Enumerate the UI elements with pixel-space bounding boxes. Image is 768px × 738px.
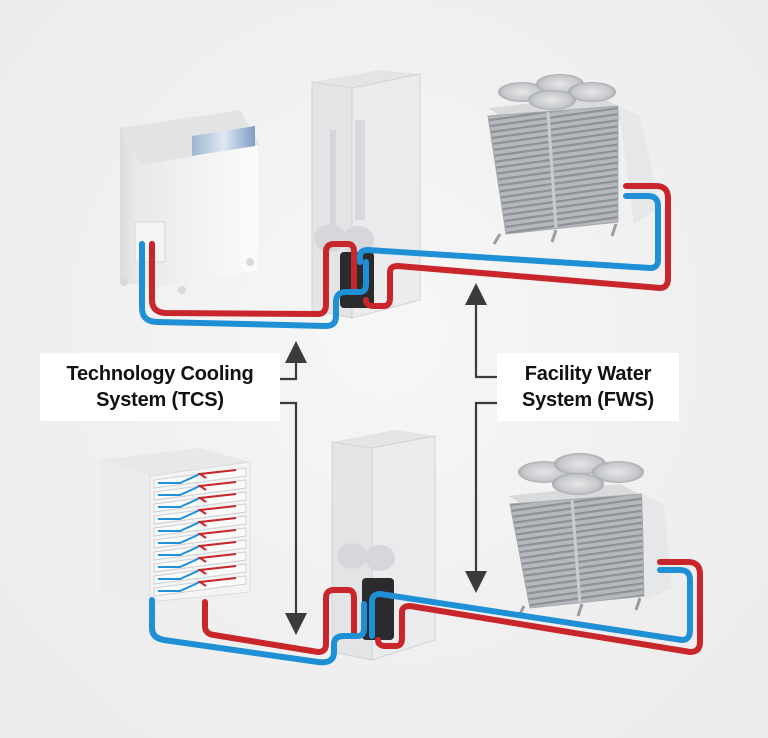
tcs-return-pipe: [139, 241, 369, 329]
fws-connector-arrows: [465, 283, 497, 593]
cooler-leg: [610, 223, 618, 237]
cooled-cabinet: [120, 110, 260, 294]
fws-label-line2: System (FWS): [521, 389, 655, 411]
cold-plate-return-line: [158, 497, 201, 508]
cabinet-glass-icon: [192, 126, 255, 156]
cooler-leg: [550, 229, 558, 243]
fws-arrow-up: [465, 283, 497, 379]
dry-cooler-top: [487, 74, 660, 245]
fan-icon: [552, 473, 604, 495]
fan-icon: [528, 90, 576, 110]
cold-plate-return-line: [158, 533, 201, 544]
cdu-pipe: [330, 130, 336, 240]
fws-return-pipe: [369, 567, 693, 643]
cold-plate-supply-line: [197, 529, 237, 539]
cold-plate-return-line: [158, 485, 201, 496]
cooler-leg: [492, 233, 502, 245]
cdu-bottom: [331, 430, 436, 661]
tcs-return-pipe: [149, 597, 367, 666]
cdu-pump-icon: [365, 545, 395, 571]
cold-plate-supply-line: [197, 469, 237, 479]
tcs-connector-arrows: [280, 341, 307, 635]
cooler-side-panel: [618, 106, 660, 224]
fan-icon: [568, 82, 616, 102]
fws-label: Facility Water System (FWS): [497, 353, 679, 421]
cabinet-caster-icon: [178, 286, 186, 294]
tcs-supply-pipe: [202, 587, 357, 655]
cold-plate-supply-line: [197, 517, 237, 527]
cdu-pipe: [355, 120, 365, 220]
fws-supply-pipe: [375, 559, 703, 655]
rack-top: [100, 448, 250, 476]
tcs-supply-pipe: [149, 241, 357, 317]
tcs-label-line1: Technology Cooling: [66, 363, 254, 385]
fws-return-pipe: [357, 193, 661, 271]
fws-arrow-down: [465, 401, 497, 593]
rack-slots: [153, 467, 247, 597]
cabinet-front: [140, 145, 258, 290]
tcs-label: Technology Cooling System (TCS): [40, 353, 280, 421]
tcs-arrow-up: [280, 341, 307, 381]
bottom-tcs-pipes: [149, 587, 367, 666]
tcs-label-line2: System (TCS): [96, 389, 224, 411]
cdu-pump-icon: [337, 543, 367, 569]
cabinet-top: [120, 110, 260, 165]
cold-plate-return-line: [158, 545, 201, 556]
fws-supply-pipe: [363, 183, 671, 309]
top-fws-pipes: [357, 183, 671, 309]
cold-plate-return-line: [158, 557, 201, 568]
rack-side: [100, 460, 150, 602]
cooler-side-panel: [642, 494, 672, 600]
cold-plate-supply-line: [197, 565, 237, 575]
cold-plate-supply-line: [197, 505, 237, 515]
cold-plate-return-line: [158, 521, 201, 532]
fan-icon: [592, 461, 644, 483]
cold-plate-supply-line: [197, 493, 237, 503]
cold-plate-return-line: [158, 569, 201, 580]
cold-plate-return-line: [158, 581, 201, 592]
cdu-top-lid: [332, 430, 435, 448]
bottom-fws-pipes: [369, 559, 703, 655]
cold-plate-supply-line: [197, 577, 237, 587]
cold-plate-return-line: [158, 473, 201, 484]
cold-plate-supply-line: [197, 481, 237, 491]
coil-divider: [546, 111, 558, 229]
cabinet-caster-icon: [120, 278, 128, 286]
top-tcs-pipes: [139, 241, 369, 329]
dry-cooler-bottom: [508, 453, 672, 619]
cold-plate-supply-line: [197, 541, 237, 551]
cooler-leg: [634, 597, 642, 611]
cold-plate-return-line: [158, 509, 201, 520]
fws-label-line1: Facility Water: [524, 363, 652, 385]
cooler-leg: [576, 603, 584, 617]
cabinet-caster-icon: [246, 258, 254, 266]
cold-plate-supply-line: [197, 553, 237, 563]
cdu-top-lid: [312, 70, 420, 88]
coil-divider: [570, 499, 582, 605]
tcs-arrow-down: [280, 401, 307, 635]
